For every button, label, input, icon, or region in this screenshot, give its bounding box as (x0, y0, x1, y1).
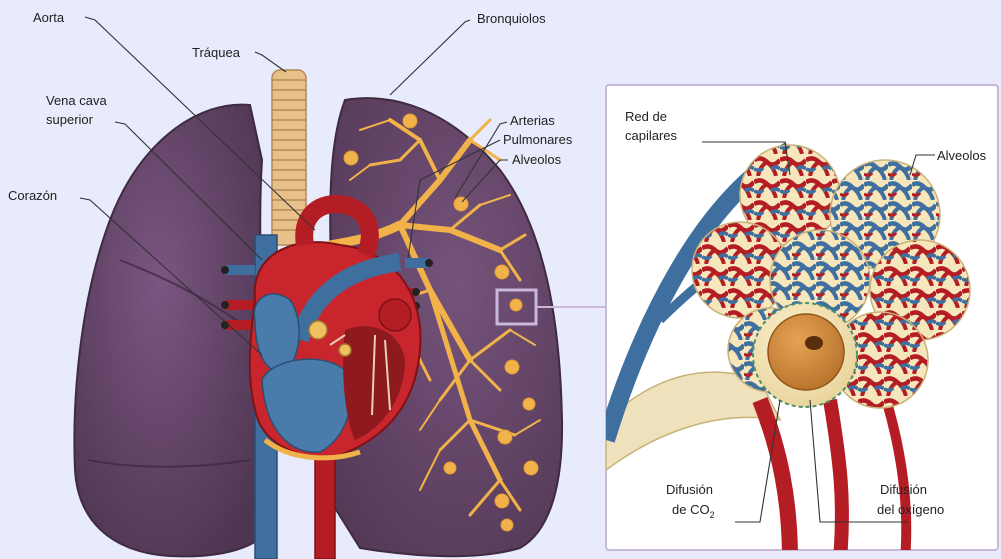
label-vena-cava-line2: superior (46, 112, 94, 127)
label-bronquiolos: Bronquiolos (477, 11, 546, 26)
label-corazon: Corazón (8, 188, 57, 203)
left-lung (74, 105, 262, 557)
label-alveolos-detail: Alveolos (937, 148, 987, 163)
label-vena-cava-line1: Vena cava (46, 93, 107, 108)
label-difusion-o2-line1: Difusión (880, 482, 927, 497)
label-aorta: Aorta (33, 10, 65, 25)
label-alveolos-lung: Alveolos (512, 152, 562, 167)
label-difusion-co2-line1: Difusión (666, 482, 713, 497)
label-pulmonares: Pulmonares (503, 132, 573, 147)
label-difusion-o2-line2: del oxígeno (877, 502, 944, 517)
label-red-de: Red de (625, 109, 667, 124)
label-capilares: capilares (625, 128, 678, 143)
label-arterias: Arterias (510, 113, 555, 128)
label-traquea: Tráquea (192, 45, 241, 60)
